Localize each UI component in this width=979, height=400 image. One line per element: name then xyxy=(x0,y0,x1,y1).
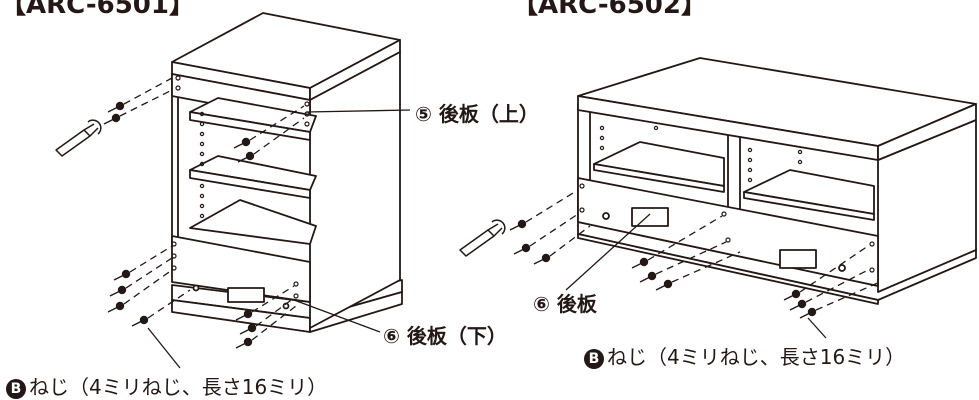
left-screw-text: ねじ（4ミリねじ、長さ16ミリ） xyxy=(29,375,328,399)
right-cabinet xyxy=(577,57,977,305)
screwdriver-icon-right xyxy=(459,219,506,257)
right-screw-text: ねじ（4ミリねじ、長さ16ミリ） xyxy=(607,345,906,369)
lower-back-panel-label: ⑥ 後板（下） xyxy=(383,324,507,348)
upper-back-panel-label: ⑤ 後板（上） xyxy=(415,102,539,126)
b-mark-icon: B xyxy=(584,349,604,369)
right-back-panel-label: ⑥ 後板 xyxy=(533,292,597,316)
right-model-name: 【ARC-6502】 xyxy=(512,0,707,20)
left-cabinet xyxy=(171,12,403,333)
screwdriver-icon-left xyxy=(55,119,102,157)
left-model-name: 【ARC-6501】 xyxy=(0,0,195,20)
b-mark-icon: B xyxy=(6,379,26,399)
